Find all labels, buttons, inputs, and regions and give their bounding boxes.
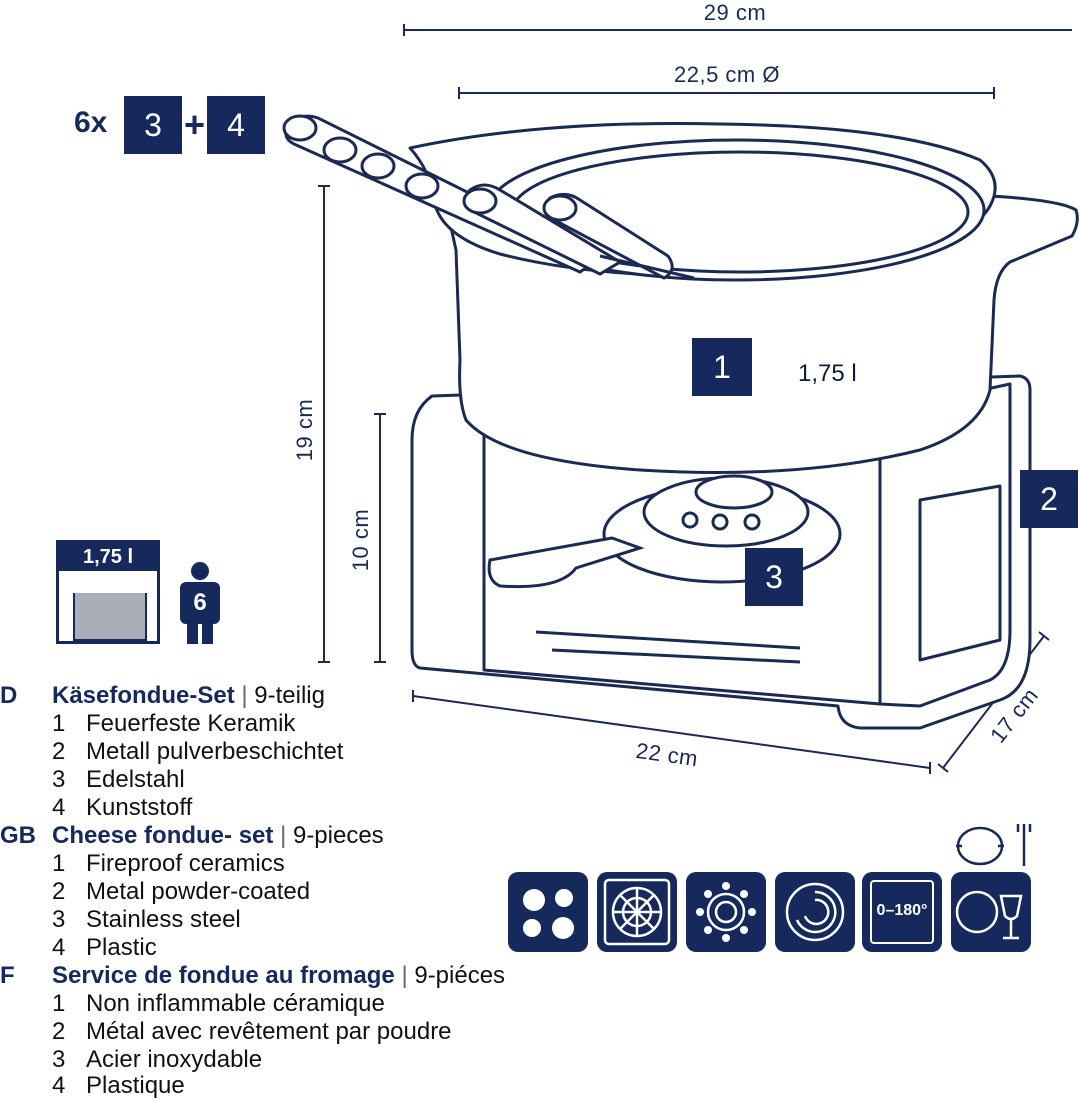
volume-fill [73, 593, 147, 641]
person-icon: 6 [180, 562, 220, 644]
lang-code-de: D [0, 682, 18, 709]
electric-hob-icon [508, 872, 588, 952]
dim-pot-diameter: 22,5 cm Ø [674, 62, 780, 87]
title-de: Käsefondue-Set [52, 682, 235, 709]
persons-count: 6 [180, 582, 220, 624]
capacity-volume: 1,75 l [59, 543, 157, 571]
induction-hob-icon [775, 872, 855, 952]
dim-total-height: 19 cm [292, 399, 317, 461]
title-fr: Service de fondue au fromage [52, 962, 395, 989]
oven-temperature-label: 0–180° [876, 902, 928, 919]
capacity-icon: 1,75 l [56, 540, 160, 644]
oven-temperature-icon: 0–180° [862, 872, 942, 952]
desc-gb-heading: GB Cheese fondue- set | 9-pieces [0, 822, 700, 850]
fondue-forks [282, 114, 695, 280]
plus-sign: + [184, 104, 206, 145]
pot-volume: 1,75 l [798, 360, 857, 387]
title-gb: Cheese fondue- set [52, 822, 274, 849]
desc-de-heading: D Käsefondue-Set | 9-teilig [0, 682, 700, 710]
dim-stand-height: 10 cm [348, 509, 373, 571]
separator: | [241, 682, 248, 709]
separator: | [280, 822, 287, 849]
part-badge-3: 3 [124, 96, 182, 154]
pieces-fr: 9-piéces [414, 962, 506, 989]
fork-count: 6x [74, 106, 108, 139]
dim-total-width: 29 cm [704, 0, 766, 25]
desc-fr-heading: F Service de fondue au fromage | 9-piéces [0, 962, 700, 990]
part-badge-1: 1 [692, 338, 752, 396]
dishwasher-icon [951, 872, 1031, 952]
pieces-gb: 9-pieces [292, 822, 384, 849]
part-badge-4: 4 [207, 96, 265, 154]
gas-hob-icon [686, 872, 766, 952]
part-badge-2: 2 [1020, 470, 1078, 528]
dimension-lines [318, 24, 1072, 774]
lang-code-fr: F [0, 962, 15, 989]
lang-code-gb: GB [0, 822, 36, 849]
separator: | [401, 962, 408, 989]
pot-outline-icon [956, 824, 1032, 866]
pieces-de: 9-teilig [254, 682, 325, 709]
ceramic-hob-icon [597, 872, 677, 952]
part-badge-3-burner: 3 [745, 548, 803, 606]
